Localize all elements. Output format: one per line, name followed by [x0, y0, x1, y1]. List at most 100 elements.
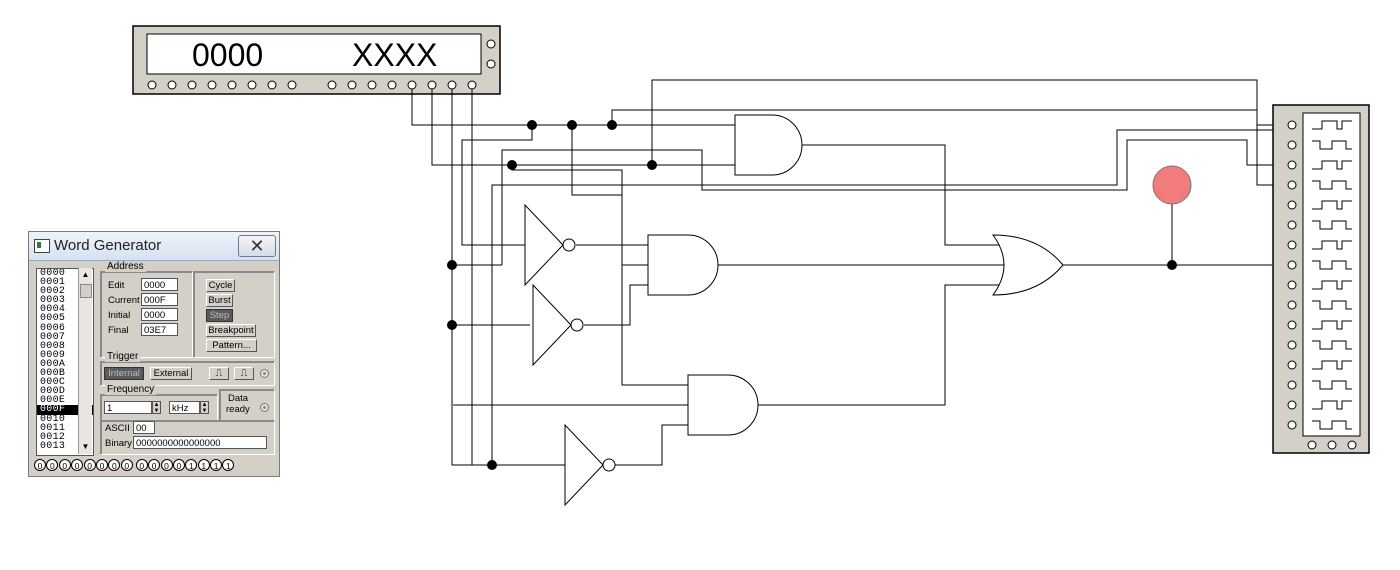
logic-analyzer-pin[interactable] — [1287, 180, 1297, 190]
output-pin[interactable]: 0 — [95, 459, 108, 471]
output-pin[interactable]: 1 — [185, 459, 198, 471]
hex-display[interactable]: 0000 XXXX — [132, 25, 501, 95]
logic-analyzer-pin[interactable] — [1287, 380, 1297, 390]
output-pin[interactable]: 1 — [197, 459, 210, 471]
logic-analyzer-pin[interactable] — [1287, 160, 1297, 170]
burst-button[interactable]: Burst — [206, 294, 233, 307]
logic-analyzer-pin[interactable] — [1287, 320, 1297, 330]
output-pin[interactable]: 0 — [34, 459, 46, 471]
address-list-item[interactable]: 000F — [37, 405, 93, 415]
frequency-unit-spinner[interactable]: ▲▼ — [200, 401, 209, 414]
address-list-item[interactable]: 0012 — [40, 431, 66, 443]
logic-analyzer-pin[interactable] — [1287, 360, 1297, 370]
output-pin[interactable]: 0 — [108, 459, 121, 471]
address-list-item[interactable]: 000B — [40, 368, 66, 380]
output-pin[interactable]: 0 — [46, 459, 59, 471]
probe-lamp[interactable] — [1152, 165, 1192, 205]
waveform-icon — [1312, 420, 1352, 430]
address-list-item[interactable]: 000A — [40, 358, 66, 370]
address-list-item[interactable]: 0006 — [40, 322, 66, 334]
output-pin[interactable]: 0 — [58, 459, 71, 471]
output-pin[interactable]: 0 — [160, 459, 173, 471]
cycle-button[interactable]: Cycle — [206, 279, 235, 292]
waveform-icon — [1312, 140, 1352, 150]
address-list-item[interactable]: 0000 — [40, 268, 66, 279]
logic-analyzer-pin[interactable] — [1287, 400, 1297, 410]
initial-field[interactable]: 0000 — [141, 308, 178, 321]
binary-field[interactable]: 0000000000000000 — [133, 436, 267, 449]
address-list-item[interactable]: 0004 — [40, 304, 66, 316]
step-button[interactable]: Step — [206, 309, 233, 322]
waveform-icon — [1312, 360, 1352, 370]
logic-analyzer-pin[interactable] — [1287, 300, 1297, 310]
output-pin[interactable]: 1 — [210, 459, 223, 471]
final-field[interactable]: 03E7 — [141, 323, 178, 336]
logic-analyzer-pin[interactable] — [1287, 280, 1297, 290]
frequency-value-spinner[interactable]: ▲▼ — [152, 401, 161, 414]
logic-analyzer-pin[interactable] — [1287, 420, 1297, 430]
or-gate[interactable] — [992, 234, 1064, 296]
ascii-field[interactable]: 00 — [133, 421, 155, 434]
and-gate-1[interactable] — [734, 114, 803, 176]
ascii-binary-group — [100, 420, 275, 455]
logic-analyzer[interactable] — [1272, 104, 1370, 454]
internal-trigger-button[interactable]: Internal — [104, 367, 144, 380]
not-gate-1[interactable] — [524, 203, 576, 287]
not-gate-2[interactable] — [532, 283, 584, 367]
logic-analyzer-pin[interactable] — [1287, 120, 1297, 130]
address-list-item[interactable]: 0007 — [40, 331, 66, 343]
address-list-item[interactable]: 000C — [40, 377, 66, 389]
logic-analyzer-bottom-pins[interactable] — [1307, 440, 1357, 450]
close-button[interactable]: ✕ — [238, 235, 276, 257]
output-pin[interactable]: 0 — [71, 459, 84, 471]
frequency-value-field[interactable]: 1 — [104, 401, 152, 414]
output-pin[interactable]: 0 — [172, 459, 185, 471]
waveform-icon — [1312, 400, 1352, 410]
current-label: Current — [108, 295, 140, 306]
address-list-item[interactable]: 000E — [40, 395, 66, 407]
address-list-scrollbar[interactable]: ▲ ▼ — [78, 268, 92, 454]
address-list-item[interactable]: 0011 — [40, 422, 66, 434]
breakpoint-button[interactable]: Breakpoint — [206, 324, 256, 337]
binary-label: Binary — [105, 438, 132, 449]
output-pin[interactable]: 0 — [148, 459, 161, 471]
rising-edge-button[interactable]: ⎍ — [209, 367, 229, 380]
address-list-item[interactable]: 0013 — [40, 440, 66, 452]
logic-analyzer-input-pins[interactable] — [1287, 120, 1297, 430]
output-pin[interactable]: 0 — [120, 459, 133, 471]
logic-analyzer-pin[interactable] — [1287, 260, 1297, 270]
address-list-item[interactable]: 0003 — [40, 295, 66, 307]
address-list-item[interactable]: 0008 — [40, 340, 66, 352]
scroll-up-icon[interactable]: ▲ — [81, 270, 90, 279]
logic-analyzer-waveforms — [1312, 120, 1352, 430]
logic-analyzer-pin[interactable] — [1287, 200, 1297, 210]
output-pin[interactable]: 1 — [222, 459, 235, 471]
not-gate-3[interactable] — [564, 423, 616, 507]
and-gate-3[interactable] — [687, 374, 759, 436]
logic-analyzer-pin[interactable] — [1287, 220, 1297, 230]
edit-field[interactable]: 0000 — [141, 278, 178, 291]
output-pin[interactable]: 0 — [83, 459, 96, 471]
scroll-thumb[interactable] — [80, 284, 92, 298]
hex-display-input-pins[interactable] — [147, 80, 477, 90]
word-generator-titlebar[interactable]: Word Generator ✕ — [29, 232, 279, 261]
address-list-item[interactable]: 0005 — [40, 313, 66, 325]
output-pin[interactable]: 0 — [135, 459, 148, 471]
waveform-icon — [1312, 160, 1352, 170]
address-list-item[interactable]: 0010 — [40, 413, 66, 425]
scroll-down-icon[interactable]: ▼ — [81, 442, 90, 451]
frequency-unit-field[interactable]: kHz — [169, 401, 200, 414]
logic-analyzer-pin[interactable] — [1287, 240, 1297, 250]
address-list-item[interactable]: 0009 — [40, 349, 66, 361]
logic-analyzer-pin[interactable] — [1287, 340, 1297, 350]
falling-edge-button[interactable]: ⎍ — [234, 367, 254, 380]
external-trigger-button[interactable]: External — [150, 367, 192, 380]
address-list-item[interactable]: 0001 — [40, 277, 66, 289]
address-list-item[interactable]: 0002 — [40, 286, 66, 298]
address-list-item[interactable]: 000D — [40, 386, 66, 398]
pattern-button[interactable]: Pattern... — [206, 339, 257, 352]
and-gate-2[interactable] — [647, 234, 719, 296]
current-field[interactable]: 000F — [141, 293, 178, 306]
logic-analyzer-pin[interactable] — [1287, 140, 1297, 150]
